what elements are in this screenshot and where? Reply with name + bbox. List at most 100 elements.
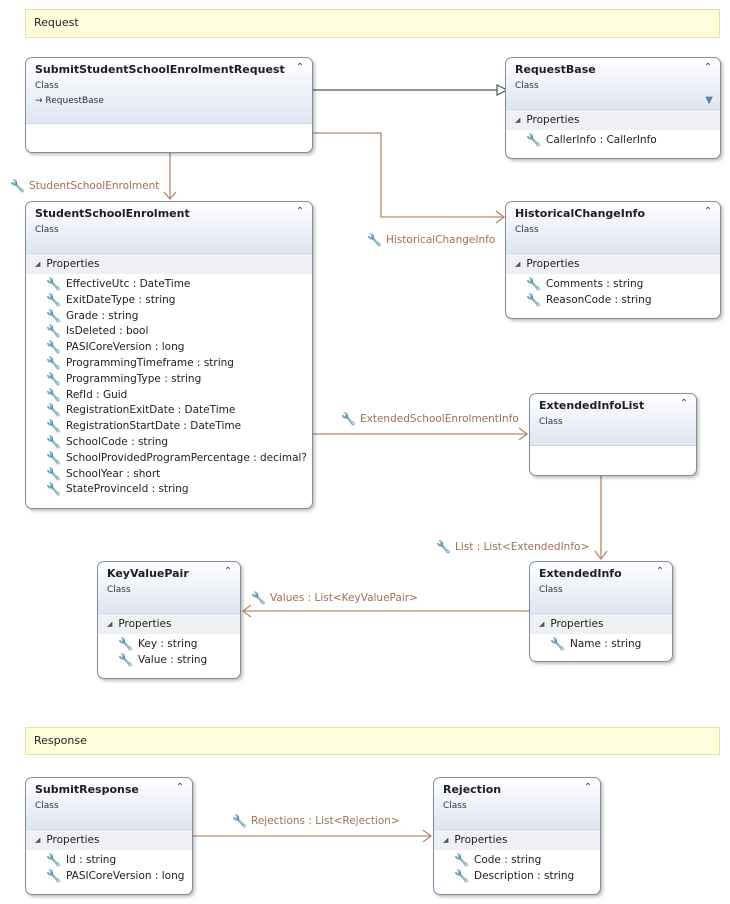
class-request-base[interactable]: RequestBase Class ⌃ ▼ ◢ Properties 🔧Call… [505, 57, 721, 159]
wrench-icon: 🔧 [46, 419, 61, 434]
property-item[interactable]: 🔧SchoolProvidedProgramPercentage : decim… [46, 451, 312, 467]
class-name: RequestBase [515, 63, 596, 76]
properties-header[interactable]: ◢ Properties [26, 830, 192, 850]
property-text: EffectiveUtc : DateTime [66, 278, 191, 290]
class-header: StudentSchoolEnrolment Class ⌃ [26, 202, 312, 254]
assoc-student-enrolment-arrow [163, 191, 177, 200]
assoc-values-arrow [241, 604, 252, 618]
request-section: Request [25, 9, 720, 38]
assoc-text: Values : List<KeyValuePair> [270, 592, 418, 604]
collapse-icon[interactable]: ⌃ [223, 566, 232, 577]
property-item[interactable]: 🔧SchoolYear : short [46, 467, 312, 483]
property-item[interactable]: 🔧IsDeleted : bool [46, 324, 312, 340]
assoc-text: Rejections : List<Rejection> [251, 815, 400, 827]
properties-header[interactable]: ◢ Properties [530, 614, 672, 634]
property-text: Key : string [138, 638, 198, 650]
collapse-triangle-icon: ◢ [539, 620, 545, 628]
properties-label: Properties [550, 618, 604, 630]
class-header: KeyValuePair Class ⌃ [98, 562, 240, 614]
class-kind: Class [515, 81, 539, 91]
class-historical-change-info[interactable]: HistoricalChangeInfo Class ⌃ ◢ Propertie… [505, 201, 721, 319]
class-kind: Class [35, 225, 59, 235]
class-header: Rejection Class ⌃ [434, 778, 600, 830]
class-kind: Class [107, 585, 131, 595]
collapse-triangle-icon: ◢ [35, 260, 41, 268]
class-name: ExtendedInfo [539, 567, 622, 580]
class-kind: Class [443, 801, 467, 811]
collapse-triangle-icon: ◢ [35, 836, 41, 844]
assoc-label-student-enrolment[interactable]: 🔧StudentSchoolEnrolment [10, 179, 159, 193]
property-item[interactable]: 🔧PASICoreVersion : long [46, 869, 192, 885]
property-item[interactable]: 🔧ProgrammingTimeframe : string [46, 356, 312, 372]
property-item[interactable]: 🔧Value : string [118, 653, 240, 669]
property-item[interactable]: 🔧EffectiveUtc : DateTime [46, 277, 312, 293]
property-item[interactable]: 🔧RefId : Guid [46, 388, 312, 404]
assoc-historical-arrow [495, 210, 506, 224]
property-text: SchoolCode : string [66, 435, 169, 448]
property-item[interactable]: 🔧PASICoreVersion : long [46, 340, 312, 356]
assoc-label-list[interactable]: 🔧List : List<ExtendedInfo> [436, 540, 589, 554]
properties-label: Properties [46, 258, 100, 270]
class-submit-response[interactable]: SubmitResponse Class ⌃ ◢ Properties 🔧Id … [25, 777, 193, 895]
assoc-label-values[interactable]: 🔧Values : List<KeyValuePair> [251, 591, 418, 605]
property-item[interactable]: 🔧Id : string [46, 853, 192, 869]
property-item[interactable]: 🔧RegistrationExitDate : DateTime [46, 403, 312, 419]
class-key-value-pair[interactable]: KeyValuePair Class ⌃ ◢ Properties 🔧Key :… [97, 561, 241, 679]
property-item[interactable]: 🔧ExitDateType : string [46, 293, 312, 309]
property-item[interactable]: 🔧Grade : string [46, 309, 312, 325]
property-text: RegistrationExitDate : DateTime [66, 404, 236, 417]
wrench-icon: 🔧 [46, 308, 61, 323]
class-submit-request[interactable]: SubmitStudentSchoolEnrolmentRequest Clas… [25, 57, 313, 153]
collapse-icon[interactable]: ⌃ [295, 206, 304, 217]
class-header: SubmitResponse Class ⌃ [26, 778, 192, 830]
properties-header[interactable]: ◢ Properties [506, 110, 720, 130]
properties-label: Properties [454, 834, 508, 846]
collapse-icon[interactable]: ⌃ [583, 782, 592, 793]
properties-header[interactable]: ◢ Properties [506, 254, 720, 274]
class-extended-info[interactable]: ExtendedInfo Class ⌃ ◢ Properties 🔧Name … [529, 561, 673, 662]
class-extended-info-list[interactable]: ExtendedInfoList Class ⌃ [529, 393, 697, 476]
class-kind: Class [515, 225, 539, 235]
wrench-icon: 🔧 [367, 233, 382, 247]
filter-icon[interactable]: ▼ [705, 95, 713, 106]
property-item[interactable]: 🔧ReasonCode : string [526, 293, 720, 309]
property-item[interactable]: 🔧Key : string [118, 637, 240, 653]
collapse-icon[interactable]: ⌃ [655, 566, 664, 577]
collapse-icon[interactable]: ⌃ [703, 62, 712, 73]
property-item[interactable]: 🔧Description : string [454, 869, 600, 885]
collapse-icon[interactable]: ⌃ [295, 62, 304, 73]
assoc-text: HistoricalChangeInfo [386, 234, 496, 246]
property-text: Comments : string [546, 278, 644, 290]
class-rejection[interactable]: Rejection Class ⌃ ◢ Properties 🔧Code : s… [433, 777, 601, 895]
property-text: Code : string [474, 854, 542, 866]
properties-header[interactable]: ◢ Properties [26, 254, 312, 274]
collapse-icon[interactable]: ⌃ [679, 398, 688, 409]
property-text: StateProvinceId : string [66, 483, 189, 496]
properties-list: 🔧Name : string [530, 634, 672, 657]
class-name: HistoricalChangeInfo [515, 207, 646, 220]
property-item[interactable]: 🔧StateProvinceId : string [46, 482, 312, 498]
wrench-icon: 🔧 [46, 292, 61, 307]
collapse-icon[interactable]: ⌃ [703, 206, 712, 217]
property-item[interactable]: 🔧RegistrationStartDate : DateTime [46, 419, 312, 435]
property-item[interactable]: 🔧ProgrammingType : string [46, 372, 312, 388]
assoc-label-extended[interactable]: 🔧ExtendedSchoolEnrolmentInfo [341, 412, 519, 426]
property-item[interactable]: 🔧Code : string [454, 853, 600, 869]
property-item[interactable]: 🔧 SchoolCode : string [46, 435, 312, 451]
properties-header[interactable]: ◢ Properties [98, 614, 240, 634]
collapse-triangle-icon: ◢ [443, 836, 449, 844]
properties-list: 🔧Comments : string 🔧ReasonCode : string [506, 274, 720, 313]
property-item[interactable]: 🔧Name : string [550, 637, 672, 653]
assoc-text: StudentSchoolEnrolment [29, 180, 160, 192]
wrench-icon: 🔧 [46, 434, 61, 449]
wrench-icon: 🔧 [46, 450, 61, 465]
assoc-label-rejections[interactable]: 🔧Rejections : List<Rejection> [232, 814, 400, 828]
property-item[interactable]: 🔧CallerInfo : CallerInfo [526, 133, 720, 149]
properties-header[interactable]: ◢ Properties [434, 830, 600, 850]
class-student-school-enrolment[interactable]: StudentSchoolEnrolment Class ⌃ ◢ Propert… [25, 201, 313, 509]
class-name: SubmitResponse [35, 783, 139, 796]
assoc-label-historical[interactable]: 🔧 HistoricalChangeInfo [367, 233, 495, 247]
property-item[interactable]: 🔧Comments : string [526, 277, 720, 293]
collapse-icon[interactable]: ⌃ [175, 782, 184, 793]
